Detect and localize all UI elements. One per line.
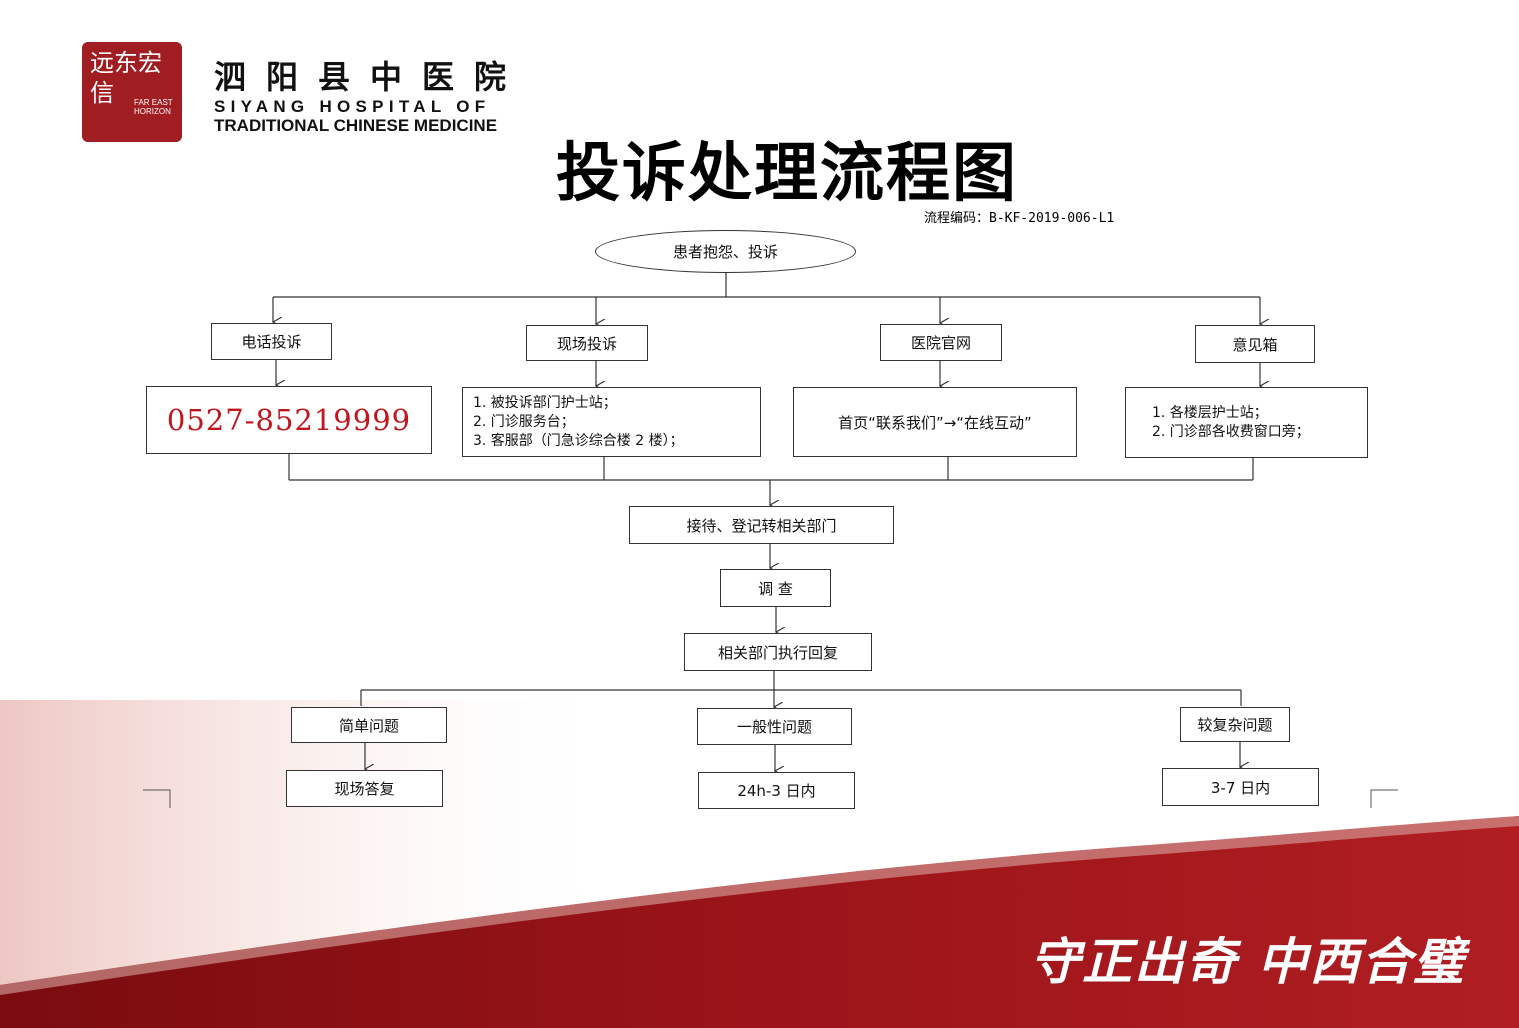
node-phone-number: 0527-85219999 xyxy=(146,386,432,454)
node-suggestion-box-locations: 1. 各楼层护士站； 2. 门诊部各收费窗口旁； xyxy=(1125,387,1368,458)
page-title: 投诉处理流程图 xyxy=(556,137,1018,211)
node-hospital-website: 医院官网 xyxy=(880,324,1002,361)
node-general-time: 24h-3 日内 xyxy=(698,772,855,809)
list-item: 3. 客服部（门急诊综合楼 2 楼）； xyxy=(473,432,684,449)
node-register-transfer: 接待、登记转相关部门 xyxy=(629,506,894,544)
list-item: 2. 门诊服务台； xyxy=(473,413,575,430)
node-simple-issue: 简单问题 xyxy=(291,707,447,743)
node-start-complaint: 患者抱怨、投诉 xyxy=(595,230,856,273)
node-onsite-locations: 1. 被投诉部门护士站； 2. 门诊服务台； 3. 客服部（门急诊综合楼 2 楼… xyxy=(462,387,761,457)
logo-english: FAR EAST HORIZON xyxy=(134,98,173,116)
list-item: 1. 被投诉部门护士站； xyxy=(473,394,617,411)
node-general-issue: 一般性问题 xyxy=(697,708,852,745)
node-onsite-complaint: 现场投诉 xyxy=(526,325,648,361)
logo-calligraphy: 远东宏信 xyxy=(90,49,162,107)
node-investigate: 调 查 xyxy=(720,569,831,607)
node-suggestion-box: 意见箱 xyxy=(1195,325,1315,363)
node-simple-time: 现场答复 xyxy=(286,770,443,807)
process-code: 流程编码：B-KF-2019-006-L1 xyxy=(924,211,1115,226)
node-complex-time: 3-7 日内 xyxy=(1162,768,1319,806)
node-complex-issue: 较复杂问题 xyxy=(1180,707,1290,742)
hospital-logo: 远东宏信 FAR EAST HORIZON xyxy=(82,42,182,142)
node-website-path: 首页“联系我们”→“在线互动” xyxy=(793,387,1077,457)
node-department-reply: 相关部门执行回复 xyxy=(684,633,872,671)
hospital-slogan: 守正出奇 中西合璧 xyxy=(1030,932,1466,991)
hospital-name-en-line2: TRADITIONAL CHINESE MEDICINE xyxy=(214,116,498,135)
list-item: 1. 各楼层护士站； xyxy=(1152,404,1268,421)
node-phone-complaint: 电话投诉 xyxy=(211,323,332,360)
hospital-name-en-line1: SIYANG HOSPITAL OF xyxy=(214,97,491,116)
hospital-name-cn: 泗阳县中医院 xyxy=(214,58,527,96)
list-item: 2. 门诊部各收费窗口旁； xyxy=(1152,423,1310,440)
